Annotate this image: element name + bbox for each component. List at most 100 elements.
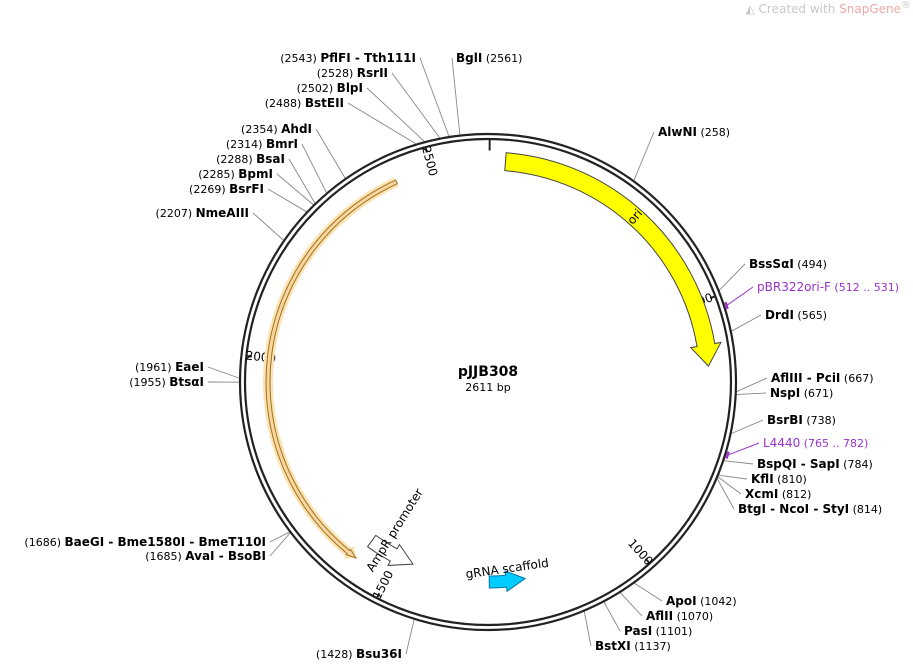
site-leader [716, 477, 735, 510]
site-ahdi[interactable]: (2354) AhdI [241, 122, 312, 136]
ampr-gene-highlight [262, 177, 399, 559]
primer-pbr322ori-f[interactable]: pBR322ori-F (512 .. 531) [724, 280, 899, 310]
site-nspi[interactable]: NspI (671) [770, 386, 833, 400]
site-btgi-ncoi-styi[interactable]: BtgI - NcoI - StyI (814) [738, 502, 882, 516]
site-leader [267, 188, 308, 213]
site-bsrbi[interactable]: BsrBI (738) [767, 413, 836, 427]
primer-label: pBR322ori-F (512 .. 531) [757, 280, 899, 294]
site-name: AlwNI [658, 125, 697, 139]
site-avai-bsobi[interactable]: (1685) AvaI - BsoBI [145, 549, 266, 563]
site-bsteii[interactable]: (2488) BstEII [265, 96, 344, 110]
primer-name: L4440 [763, 436, 800, 450]
primer-leader [727, 442, 760, 456]
site-name: BstXI [595, 639, 631, 653]
site-position: (565) [794, 309, 827, 322]
site-name: BsaI [256, 152, 285, 166]
site-label: BsrBI (738) [767, 413, 836, 427]
site-position: (494) [794, 258, 827, 271]
site-aflii[interactable]: AflII (1070) [646, 609, 713, 623]
site-leader [419, 57, 450, 138]
site-label: (2502) BlpI [297, 81, 363, 95]
site-label: XcmI (812) [745, 487, 811, 501]
site-label: (2354) AhdI [241, 122, 312, 136]
site-position: (2314) [226, 138, 266, 151]
site-leader [451, 57, 461, 137]
site-bmri[interactable]: (2314) BmrI [226, 137, 298, 151]
site-position: (667) [840, 372, 873, 385]
site-drdi[interactable]: DrdI (565) [765, 308, 827, 322]
site-leader [276, 173, 315, 206]
site-label: KflI (810) [751, 472, 807, 486]
site-leader [603, 600, 621, 632]
site-label: DrdI (565) [765, 308, 827, 322]
site-position: (671) [800, 387, 833, 400]
site-name: NmeAIII [196, 206, 249, 220]
site-kfli[interactable]: KflI (810) [751, 472, 807, 486]
site-name: BssSαI [749, 257, 794, 271]
site-position: (1686) [24, 536, 64, 549]
site-bts-i[interactable]: (1955) BtsαI [129, 375, 204, 389]
site-blpi[interactable]: (2502) BlpI [297, 81, 363, 95]
feature-ampr-promoter[interactable] [366, 534, 414, 566]
site-label: BstXI (1137) [595, 639, 671, 653]
plasmid-size: 2611 bp [465, 381, 510, 394]
site-name: BpmI [238, 167, 273, 181]
site-label: (2207) NmeAIII [156, 206, 249, 220]
site-name: EaeI [175, 360, 204, 374]
site-position: (1955) [129, 376, 169, 389]
site-bgli[interactable]: BglI (2561) [456, 51, 522, 65]
site-alwni[interactable]: AlwNI (258) [658, 125, 730, 139]
primer-name: pBR322ori-F [757, 280, 831, 294]
site-position: (2288) [216, 153, 256, 166]
site-name: BspQI - SapI [757, 457, 840, 471]
site-bpmi[interactable]: (2285) BpmI [198, 167, 273, 181]
site-bsrfi[interactable]: (2269) BsrFI [189, 182, 264, 196]
primer-mark [724, 301, 729, 310]
site-label: AflII (1070) [646, 609, 713, 623]
site-leader [735, 392, 767, 396]
site-pasi[interactable]: PasI (1101) [624, 624, 692, 638]
primer-l4440[interactable]: L4440 (765 .. 782) [725, 436, 868, 459]
site-leader [405, 618, 415, 655]
site-baegi-bme1580i-bmet110i[interactable]: (1686) BaeGI - Bme1580I - BmeT110I [24, 535, 266, 549]
site-bspqi-sapi[interactable]: BspQI - SapI (784) [757, 457, 873, 471]
feature-ori[interactable] [504, 152, 722, 367]
site-name: BtgI - NcoI - StyI [738, 502, 849, 516]
site-name: AhdI [281, 122, 312, 136]
site-position: (812) [778, 488, 811, 501]
site-label: PasI (1101) [624, 624, 692, 638]
site-apoi[interactable]: ApoI (1042) [666, 594, 737, 608]
site-rsrii[interactable]: (2528) RsrII [317, 66, 388, 80]
site-eaei[interactable]: (1961) EaeI [135, 360, 204, 374]
site-name: Bsu36I [356, 647, 402, 661]
site-name: BsrFI [229, 182, 264, 196]
site-position: (1961) [135, 361, 175, 374]
site-leader [632, 582, 663, 602]
feature-ampr-gene[interactable] [265, 179, 399, 559]
site-label: (2488) BstEII [265, 96, 344, 110]
site-bsss-i[interactable]: BssSαI (494) [749, 257, 827, 271]
site-name: PasI [624, 624, 652, 638]
site-position: (1070) [673, 610, 713, 623]
site-xcmi[interactable]: XcmI (812) [745, 487, 811, 501]
feature-grna-scaffold[interactable] [488, 570, 527, 593]
site-label: (1961) EaeI [135, 360, 204, 374]
snapgene-watermark: ◭ Created with SnapGene® [746, 0, 912, 16]
primer-position: (765 .. 782) [800, 437, 868, 450]
site-afliii-pcii[interactable]: AflIII - PciI (667) [771, 371, 873, 385]
watermark-prefix: Created with [758, 2, 840, 16]
site-leader [735, 377, 768, 393]
site-nmeaiii[interactable]: (2207) NmeAIII [156, 206, 249, 220]
site-position: (1042) [697, 595, 737, 608]
site-bstxi[interactable]: BstXI (1137) [595, 639, 671, 653]
site-bsai[interactable]: (2288) BsaI [216, 152, 285, 166]
site-label: BspQI - SapI (784) [757, 457, 873, 471]
site-bsu36i[interactable]: (1428) Bsu36I [316, 647, 402, 661]
site-name: BstEII [305, 96, 344, 110]
site-leader [315, 128, 347, 180]
site-position: (814) [849, 503, 882, 516]
site-leader [347, 102, 418, 146]
site-pflfi-tth111i[interactable]: (2543) PflFI - Tth111I [280, 51, 416, 65]
tick-mark [645, 558, 651, 564]
